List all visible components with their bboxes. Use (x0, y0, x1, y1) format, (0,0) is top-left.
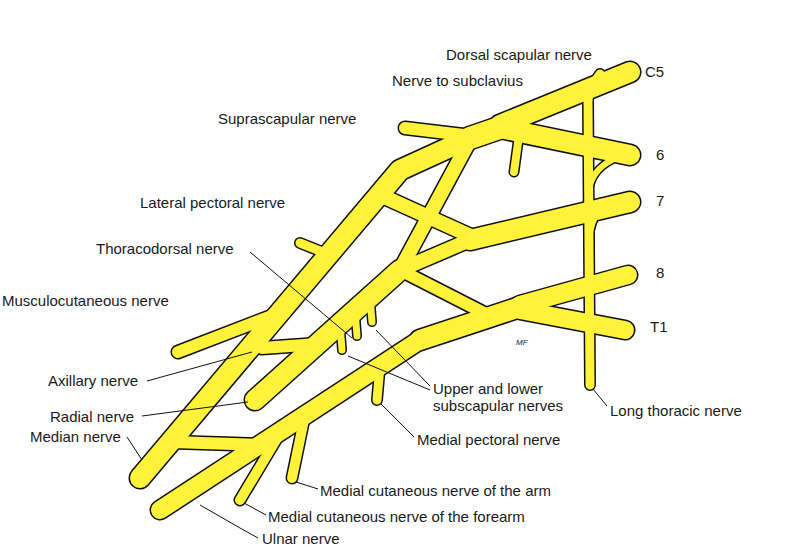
nerve-label: Suprascapular nerve (218, 110, 356, 127)
nerve-label: Upper and lower subscapular nerves (433, 380, 573, 414)
artist-initials: MF (516, 338, 528, 347)
nerve-label: Thoracodorsal nerve (96, 240, 234, 257)
nerve-label: Nerve to subclavius (392, 72, 523, 89)
nerve-label: C5 (645, 63, 664, 80)
nerve-label: Lateral pectoral nerve (140, 194, 285, 211)
nerve-label: T1 (650, 318, 668, 335)
nerve-label: 7 (656, 192, 664, 209)
nerve-label: Long thoracic nerve (610, 402, 742, 419)
nerve-label: Medial cutaneous nerve of the forearm (268, 508, 525, 525)
nerve-label: Axillary nerve (48, 372, 138, 389)
nerve-label: Medial pectoral nerve (417, 431, 560, 448)
nerve-label: Ulnar nerve (262, 530, 340, 547)
nerve-label: Radial nerve (50, 408, 134, 425)
nerve-label: Musculocutaneous nerve (2, 292, 169, 309)
nerve-label: Dorsal scapular nerve (446, 46, 592, 63)
nerve-label: Medial cutaneous nerve of the arm (320, 482, 551, 499)
nerve-label: 6 (656, 146, 664, 163)
nerve-label: Median nerve (30, 428, 121, 445)
nerve-label: 8 (656, 264, 664, 281)
